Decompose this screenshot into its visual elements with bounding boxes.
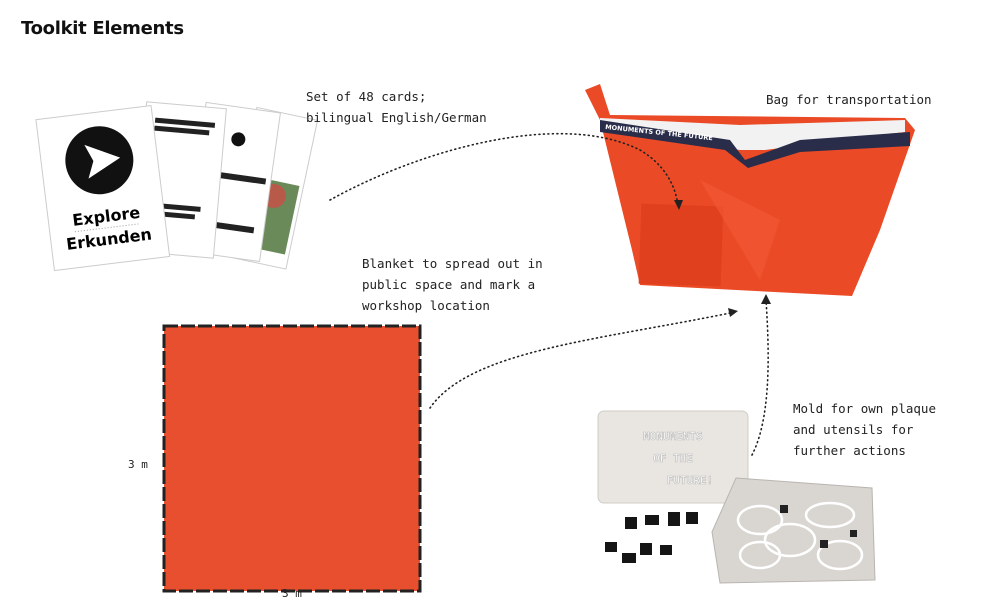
play-arrow-icon [84,144,121,179]
page-title: Toolkit Elements [21,18,184,39]
cards-caption-line: bilingual English/German [306,110,487,125]
mold-caption-line: Mold for own plaque [793,401,936,416]
utensils-box-illustration [711,477,876,584]
cards-caption-line: Set of 48 cards; [306,89,427,104]
plaque-line-1: MONUMENTS [643,430,703,443]
cards-illustration: Explore Erkunden [35,101,319,272]
arrowhead-icon [674,200,683,210]
blanket-height-label: 3 m [128,458,148,471]
arrowhead-icon [761,294,771,304]
blanket-caption-line: Blanket to spread out in [362,256,543,271]
blanket-illustration [162,324,422,593]
blanket-caption-line: workshop location [362,298,490,313]
bag-caption: Bag for transportation [766,92,932,107]
blanket-caption-line: public space and mark a [362,277,536,292]
cards-caption: Set of 48 cards; bilingual English/Germa… [306,86,487,128]
connector-arrows [329,132,769,456]
blanket-width-label: 3 m [282,587,302,600]
mold-caption: Mold for own plaque and utensils for fur… [793,398,936,461]
mold-caption-line: further actions [793,443,906,458]
plaque-line-2: OF THE [653,452,693,465]
arrowhead-icon [728,308,738,317]
mold-plaque-illustration: MONUMENTS OF THE FUTURE! [597,410,749,563]
plaque-line-3: FUTURE! [667,474,713,487]
bag-illustration: MONUMENTS OF THE FUTURE [585,84,915,296]
blanket-caption: Blanket to spread out in public space an… [362,253,543,316]
mold-caption-line: and utensils for [793,422,914,437]
